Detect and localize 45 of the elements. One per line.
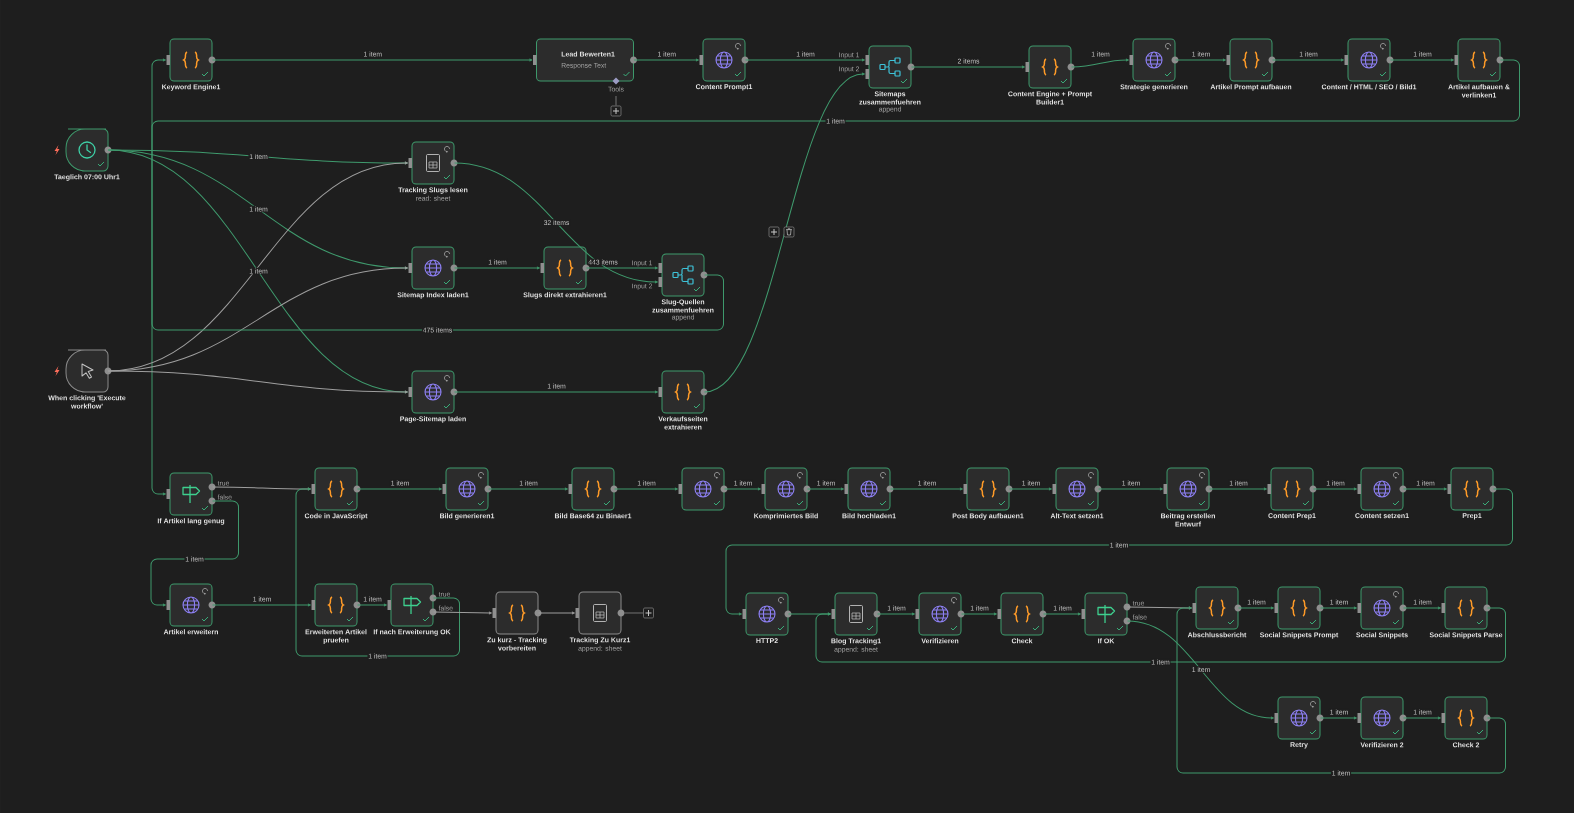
arrow (1127, 620, 1274, 720)
arrow (890, 487, 963, 491)
arrow (586, 266, 658, 270)
arrow (961, 612, 997, 616)
arrow (151, 59, 1520, 496)
arrow (488, 487, 568, 491)
arrow (454, 390, 658, 394)
arrow (150, 500, 239, 607)
arrow (454, 266, 540, 270)
arrow (724, 487, 761, 491)
arrow (538, 611, 575, 615)
arrow (1043, 612, 1081, 616)
arrow (1238, 606, 1274, 610)
arrow (212, 58, 533, 62)
arrow (1176, 606, 1506, 774)
arrow (807, 487, 844, 491)
arrow (1272, 58, 1344, 62)
arrow (1320, 606, 1357, 610)
arrow (633, 58, 699, 62)
arrow (704, 72, 865, 393)
arrow (1403, 487, 1447, 491)
arrow (1313, 487, 1357, 491)
arrow (725, 488, 1513, 616)
arrow (745, 58, 865, 62)
arrow (1071, 58, 1129, 68)
arrow (1175, 58, 1226, 62)
arrow (433, 611, 492, 615)
arrow (1403, 606, 1441, 610)
arrow (1009, 487, 1052, 491)
arrow (107, 370, 408, 394)
arrow (1209, 487, 1267, 491)
arrow (1098, 487, 1163, 491)
arrow (614, 487, 678, 491)
arrow (357, 603, 387, 607)
arrow (1403, 716, 1441, 720)
arrow (877, 612, 915, 616)
arrow (1320, 716, 1357, 720)
arrow (151, 58, 724, 331)
arrow (815, 607, 1506, 663)
arrow (212, 603, 311, 607)
arrow (357, 487, 442, 491)
arrow (1390, 58, 1454, 62)
arrow (454, 162, 658, 284)
arrow (911, 65, 1025, 69)
arrow (295, 487, 460, 657)
